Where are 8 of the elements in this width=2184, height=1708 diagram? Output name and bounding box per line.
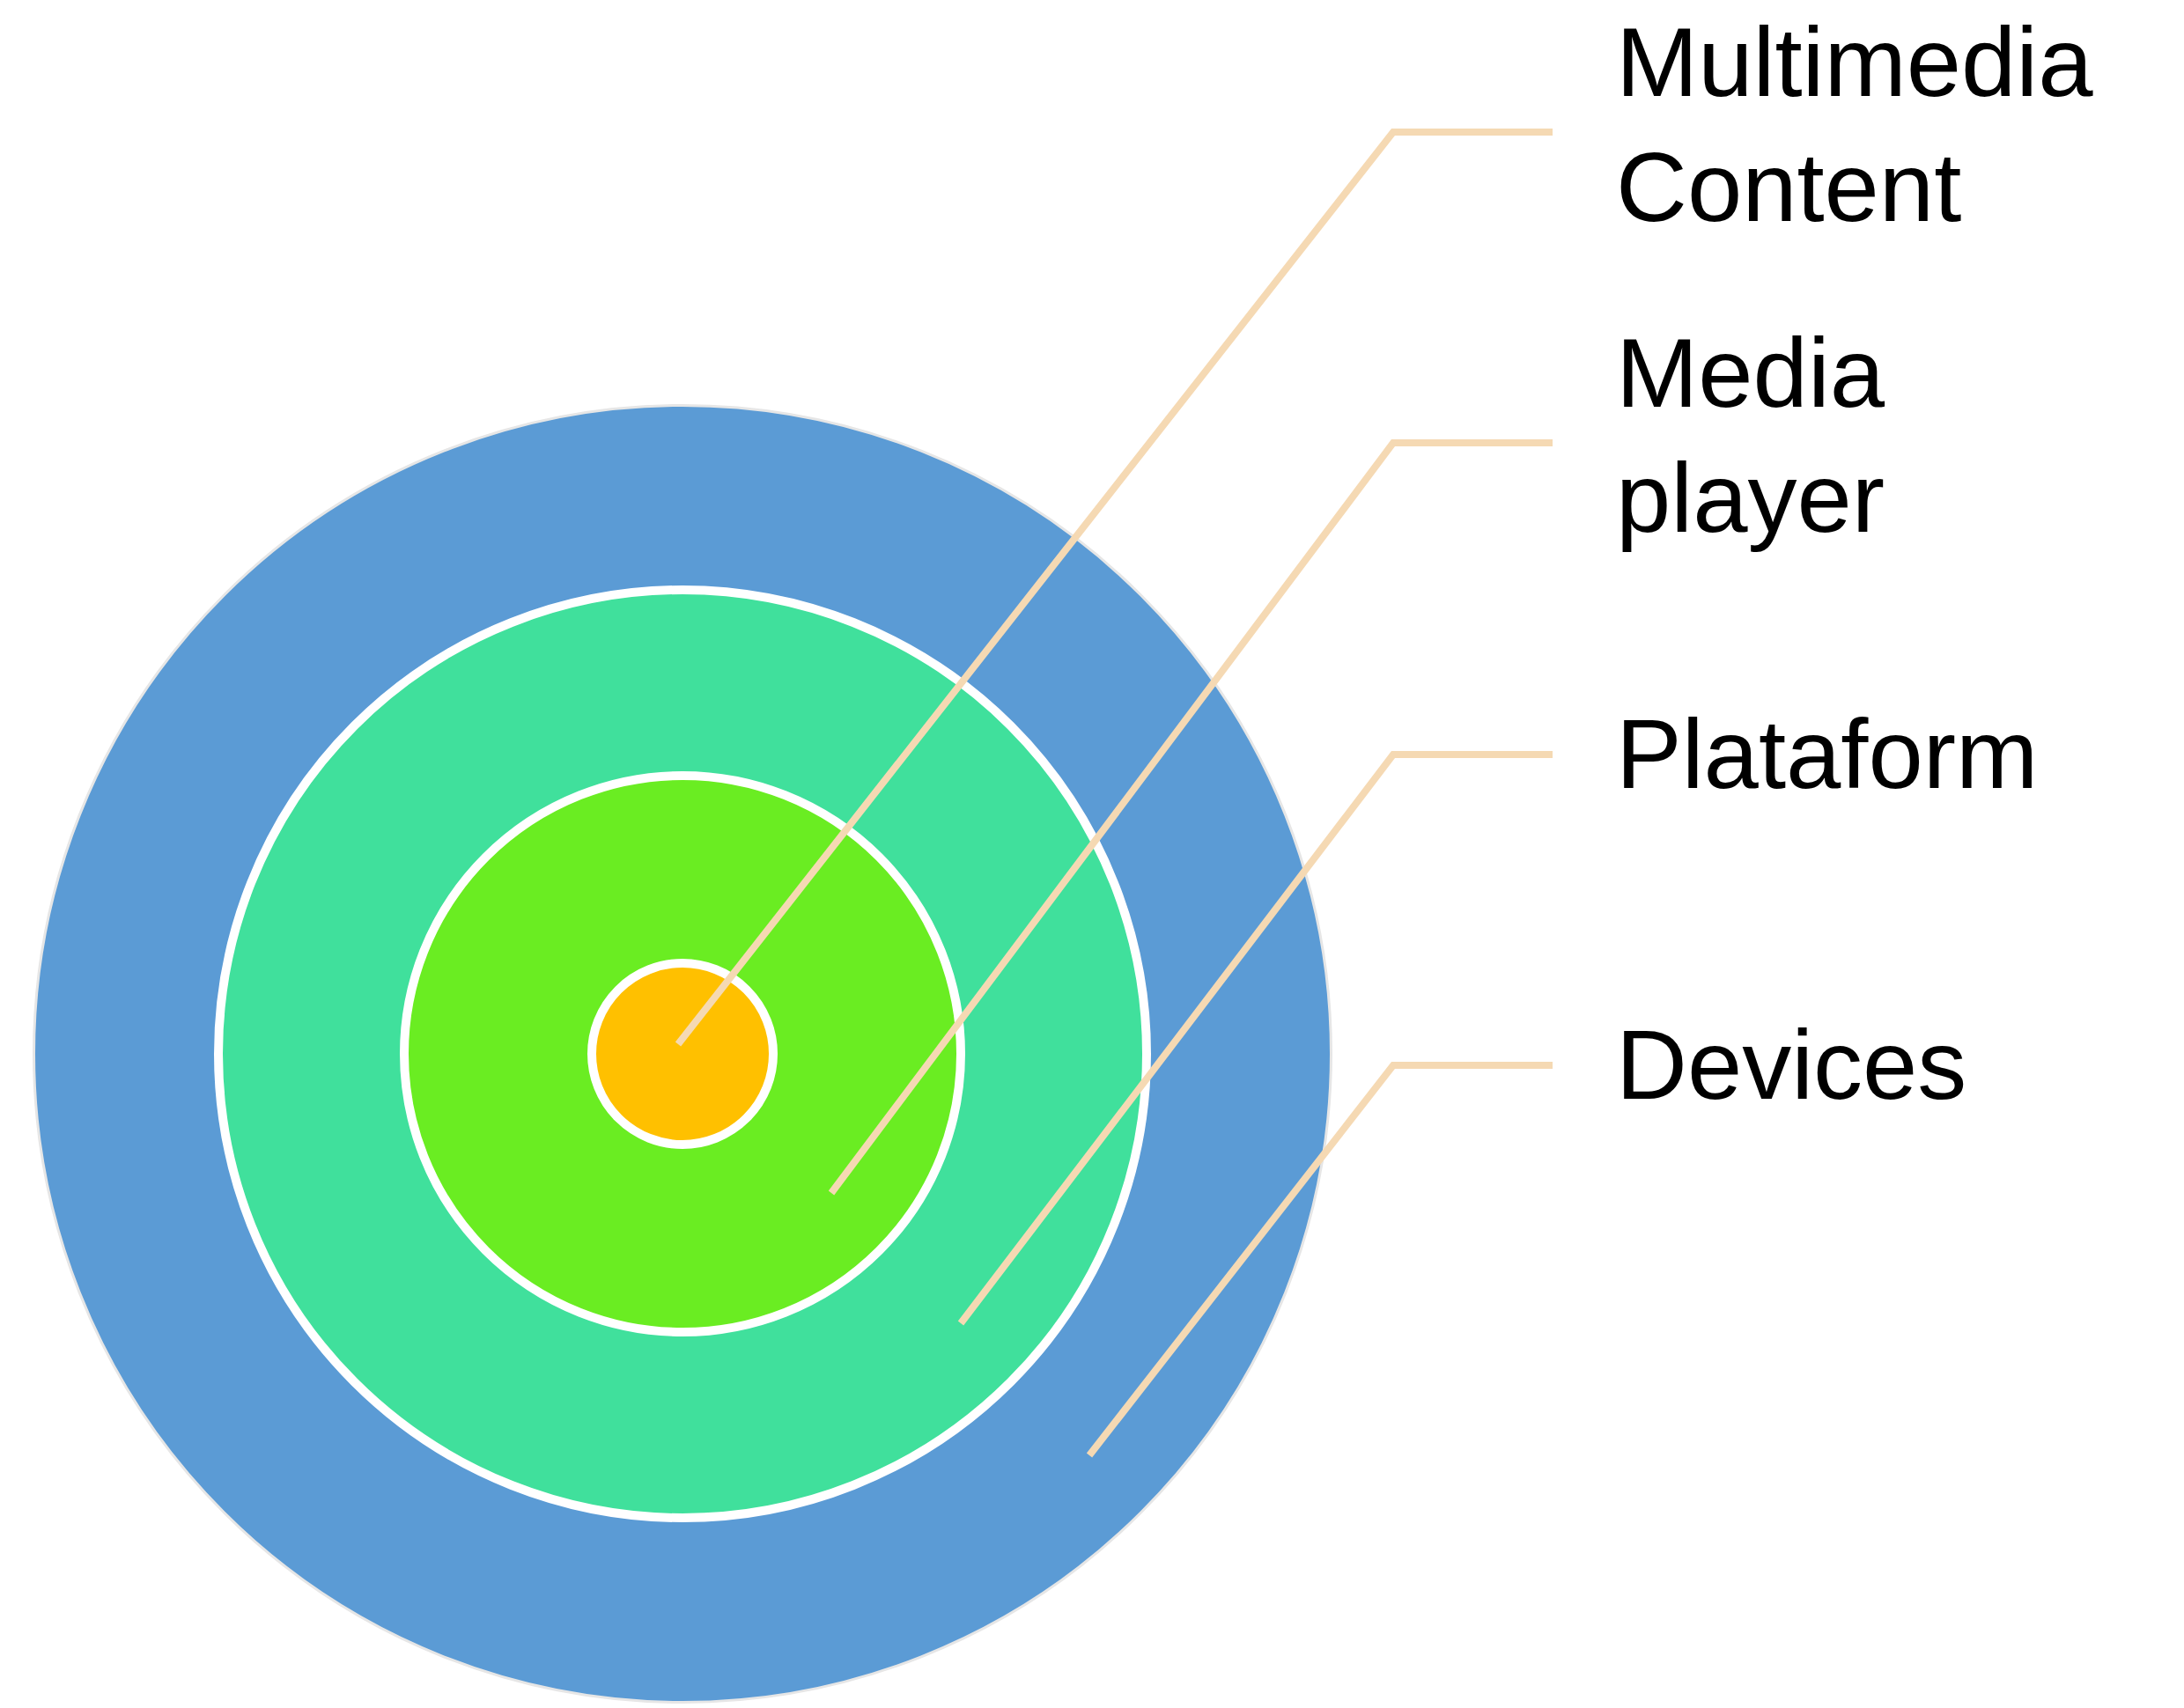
leader-line bbox=[957, 751, 1553, 1326]
layer-label: Devices bbox=[1616, 1009, 1968, 1122]
layer-label: Multimedia Content bbox=[1616, 6, 2094, 244]
layer-label: Plataform bbox=[1616, 698, 2040, 811]
leader-line bbox=[1086, 1062, 1553, 1458]
layer-label: Media player bbox=[1616, 317, 1886, 555]
leader-line bbox=[675, 129, 1553, 1047]
leader-line bbox=[828, 439, 1553, 1196]
